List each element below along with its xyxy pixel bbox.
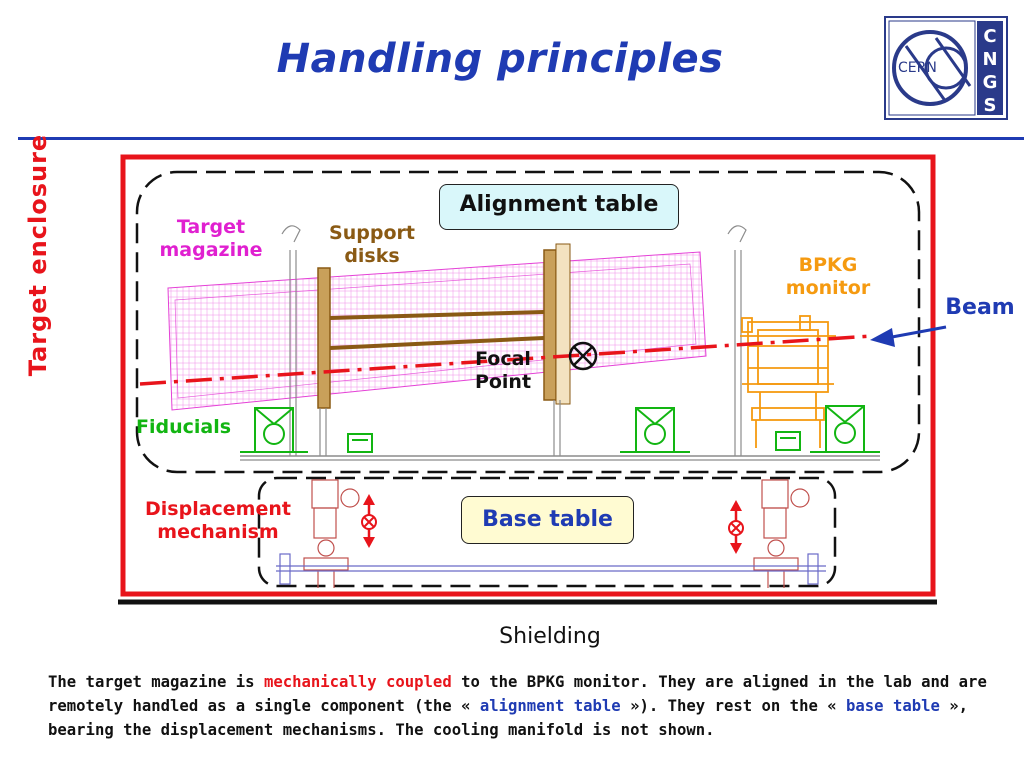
target-enclosure-label: Target enclosure [24, 133, 52, 377]
title-rule [18, 137, 1024, 140]
beam-arrow [870, 325, 947, 347]
target-magazine-inner [174, 263, 697, 399]
displacement-mechanism-right [753, 479, 810, 588]
alignment-table-outline [135, 170, 921, 474]
fiducials [240, 405, 880, 453]
cern-cngs-logo: CERN C N G S [884, 16, 1008, 120]
alignment-table-label: Alignment table [439, 184, 679, 230]
focal-point-label: Focal Point [474, 348, 532, 393]
caption-text-3: »). They rest on the « [620, 697, 847, 715]
support-disks-label: Support disks [329, 222, 415, 267]
caption-text-4: », bearing the displacement mechanisms. … [48, 697, 969, 739]
target-magazine-body [167, 251, 707, 411]
fiducials-label: Fiducials [136, 416, 232, 438]
bpkg-monitor [740, 315, 836, 448]
slide-title: Handling principles [276, 36, 724, 82]
displacement-mechanism-left [303, 479, 360, 588]
caption-text-1: The target magazine is [48, 673, 264, 691]
caption-mechanically-coupled: mechanically coupled [263, 673, 452, 691]
vertical-motion-right [728, 500, 744, 554]
vertical-motion-left [361, 494, 377, 548]
base-rail [276, 553, 826, 585]
logo-letter-g: G [983, 72, 998, 93]
beam-label: Beam [945, 295, 1015, 320]
shielding-label: Shielding [499, 624, 601, 649]
logo-letter-c: C [983, 26, 996, 47]
handling-diagram [118, 154, 947, 605]
beam-axis [139, 334, 873, 386]
logo-letter-n: N [982, 49, 997, 70]
displacement-mechanism-label: Displacement mechanism [145, 498, 291, 543]
base-table-outline [257, 476, 837, 588]
caption-base-table: base table [846, 697, 940, 715]
bpkg-monitor-label: BPKG monitor [785, 254, 871, 299]
target-magazine-label: Target magazine [159, 216, 263, 261]
caption-text-2: to the BPKG monitor. They are aligned in… [48, 673, 987, 715]
support-disks [317, 243, 571, 409]
focal-point-marker [568, 341, 598, 371]
base-table-label: Base table [461, 496, 634, 544]
logo-cern-text: CERN [898, 60, 937, 76]
support-stands [240, 225, 880, 461]
slide-caption: The target magazine is mechanically coup… [48, 670, 988, 742]
caption-alignment-table: alignment table [479, 697, 621, 715]
logo-letter-s: S [984, 95, 997, 116]
target-enclosure-frame [120, 154, 936, 597]
